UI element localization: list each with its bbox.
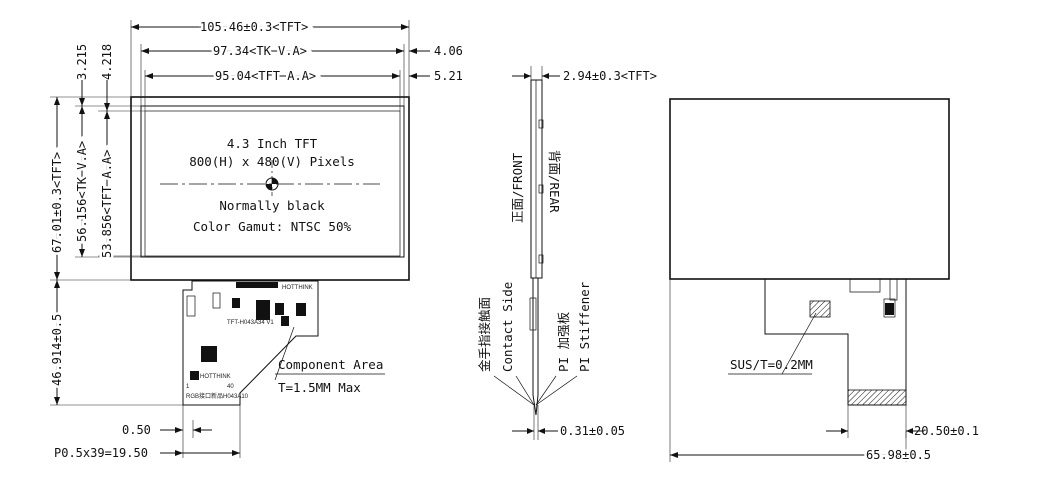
dim-side-thickness: 2.94±0.3<TFT>	[563, 69, 657, 83]
label-stiffener-cn: PI 加强板	[556, 311, 571, 372]
fpc-pin-last: 40	[227, 384, 234, 390]
dim-top-offset-1: 3.215	[75, 44, 89, 80]
dim-stiffener-width: 20.50±0.1	[914, 424, 979, 438]
fpc-brand-text: HOTTHINK	[282, 285, 313, 291]
rear-panel	[669, 98, 950, 280]
label-contact-cn: 金手指接触面	[477, 297, 492, 372]
label-front: 正面/FRONT	[510, 152, 525, 223]
component-area-thickness: T=1.5MM Max	[278, 380, 361, 395]
dim-outline-width: 105.46±0.3<TFT>	[200, 20, 308, 34]
tft-outline	[130, 96, 410, 281]
fpc-brand-logo-text: HOTTHINK	[200, 374, 231, 380]
sus-label: SUS/T=0.2MM	[730, 357, 813, 372]
center-text-line2: 800(H) x 480(V) Pixels	[189, 154, 355, 169]
tk-view-area	[140, 105, 405, 258]
dim-outline-height: 67.01±0.3<TFT>	[50, 152, 64, 253]
rear-view: SUS/T=0.2MM 20.50±0.1 65.98±0.5	[669, 98, 979, 465]
fpc-pin-first: 1	[186, 384, 190, 390]
dim-top-offset-2: 4.218	[100, 44, 114, 80]
dim-tft-aa-width: 95.04<TFT A.A>	[215, 69, 316, 83]
dim-pitch-total: P0.5x39=19.50	[54, 446, 148, 460]
front-view: 4.3 Inch TFT 800(H) x 480(V) Pixels Norm…	[48, 18, 463, 461]
dim-tft-aa-height: 53.856<TFT A.A>	[100, 150, 114, 258]
fpc-board-code: TFT-H043A34 V1	[227, 320, 274, 326]
dim-right-offset-bottom: 5.21	[434, 69, 463, 83]
label-stiffener-en: PI Stiffener	[577, 281, 592, 372]
component-area-label: Component Area	[278, 357, 383, 372]
dim-fpc-offset: 65.98±0.5	[866, 448, 931, 462]
label-contact-en: Contact Side	[500, 282, 515, 372]
tft-active-area	[144, 110, 401, 257]
dim-tk-va-width: 97.34<TK V.A>	[213, 44, 307, 58]
center-text-line3: Normally black	[219, 198, 325, 213]
label-rear: 背面/REAR	[547, 150, 562, 213]
fpc-bottom-code: RGB接口新品H043A10	[186, 392, 249, 400]
pi-stiffener-hatched	[847, 389, 907, 406]
center-text-line1: 4.3 Inch TFT	[227, 136, 318, 151]
dim-fpc-thickness: 0.31±0.05	[560, 424, 625, 438]
dim-tk-va-height: 56.156<TK V.A>	[75, 141, 89, 242]
dim-right-offset-top: 4.06	[434, 44, 463, 58]
dim-fpc-length: 46.914±0.5	[50, 314, 64, 386]
fpc-outline	[182, 280, 319, 406]
rear-fpc-outline	[764, 279, 907, 406]
side-view: 2.94±0.3<TFT> 正面/FRONT 背面/REAR 金手指接触面 Co…	[477, 66, 657, 440]
side-panel-body	[530, 79, 543, 279]
center-text-line4: Color Gamut: NTSC 50%	[193, 219, 352, 234]
sus-stiffener-small	[809, 300, 831, 318]
dim-pitch-width: 0.50	[122, 423, 151, 437]
